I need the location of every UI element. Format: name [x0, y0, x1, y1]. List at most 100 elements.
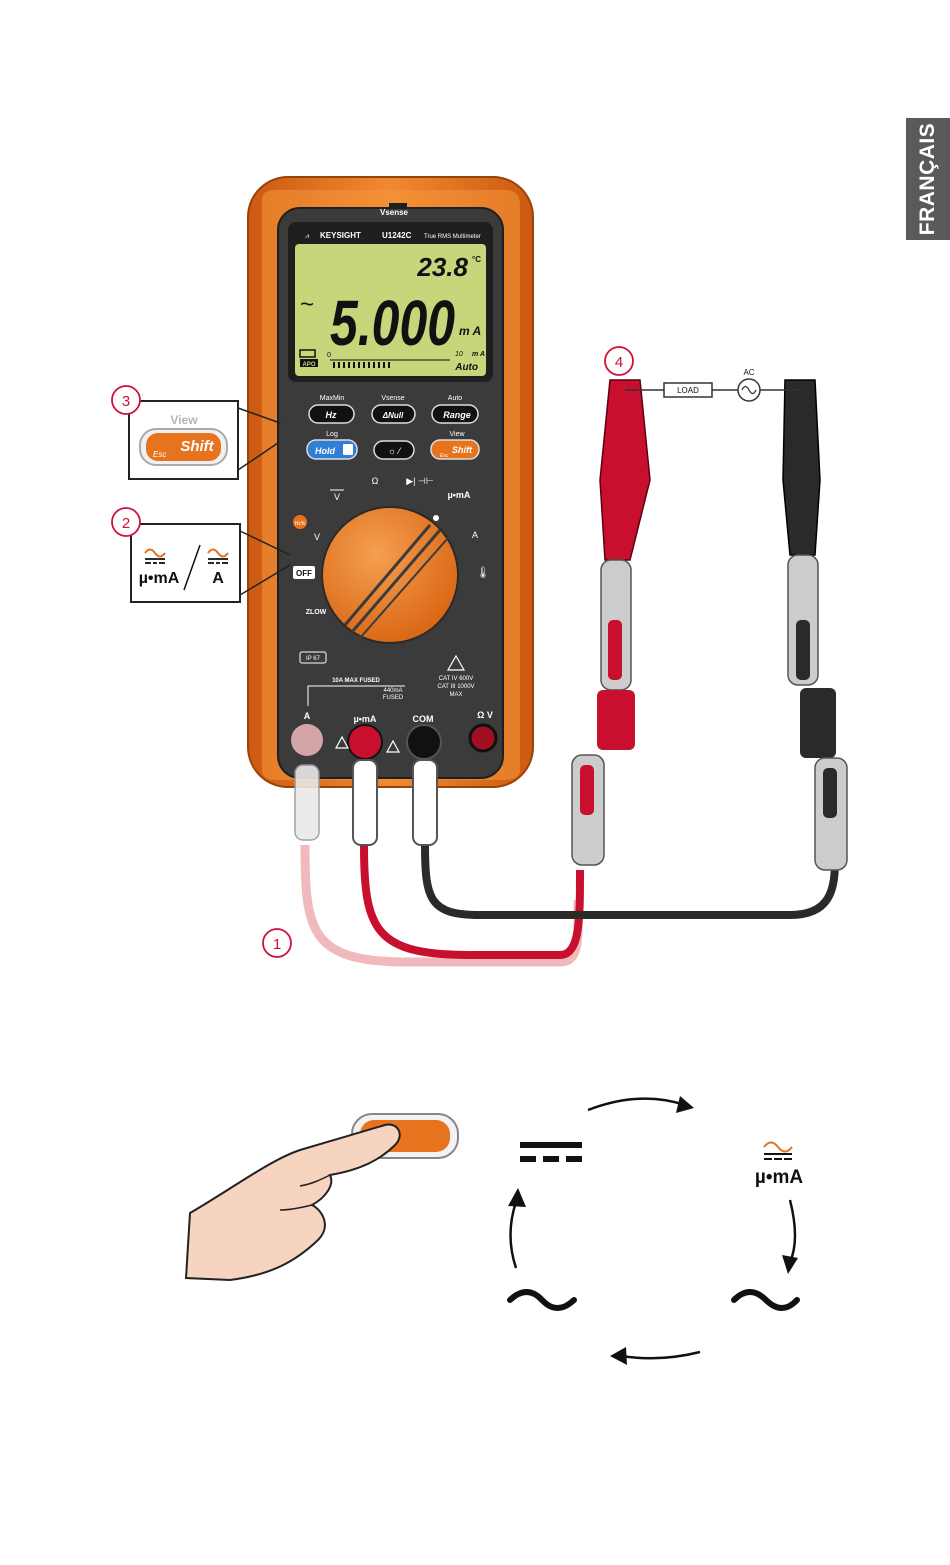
warning-icon-3: [385, 739, 401, 753]
max-label: MAX: [449, 692, 462, 698]
dial-pointer: [433, 515, 439, 521]
svg-text:Hz: Hz: [326, 410, 337, 420]
label-auto: Auto: [448, 395, 463, 402]
diode-cap-icon: ▶| ⊣⊢: [406, 476, 434, 486]
model-label: U1242C: [382, 231, 412, 240]
svg-text:2: 2: [122, 515, 130, 532]
warning-icon: [446, 654, 466, 671]
backlight-button[interactable]: ☼ ⁄: [373, 440, 415, 460]
terminal-mua[interactable]: [347, 724, 383, 760]
warning-icon-2: [334, 735, 350, 749]
lcd-bar-end: 10: [455, 351, 463, 358]
fused-label: FUSED: [383, 695, 404, 701]
lcd-bar-unit: m A: [472, 351, 485, 358]
ac-label: AC: [743, 368, 754, 377]
terminal-a[interactable]: [291, 724, 323, 756]
callout-4: 4: [604, 346, 634, 376]
null-button[interactable]: ΔNull: [371, 404, 416, 424]
inset-shift-view: View Shift Esc: [128, 400, 281, 480]
lcd-bar-start: 0: [327, 352, 331, 359]
fuse-440-label: 440mA: [383, 688, 402, 694]
red-probe: [571, 379, 651, 866]
dial-v-dc: V: [334, 492, 340, 502]
lcd-secondary-value: 23.8: [416, 252, 468, 282]
log-icon: [343, 444, 353, 455]
terminal-mua-label: µ•mA: [354, 714, 377, 724]
keysight-logo-icon: ⩘: [305, 233, 309, 240]
cycle-mua-label: µ•mA: [755, 1167, 803, 1188]
inset3-esc-label: Esc: [153, 450, 166, 459]
load-label: LOAD: [677, 386, 699, 395]
terminal-com-label: COM: [413, 714, 434, 724]
svg-text:Range: Range: [443, 410, 471, 420]
brand-label: KEYSIGHT: [320, 231, 361, 240]
svg-text:Hold: Hold: [315, 446, 335, 456]
ac-symbol-icon: [507, 1289, 577, 1311]
plugs: [294, 759, 438, 846]
cycle-arrow-left: [509, 1201, 518, 1269]
fuse-10a-label: 10A MAX FUSED: [332, 678, 380, 684]
dc-symbol-icon: [520, 1142, 582, 1162]
dial-a-ac: A: [472, 530, 478, 540]
ac-symbol-icon-2: [731, 1289, 800, 1311]
svg-text:OFF: OFF: [296, 569, 312, 578]
vsense-top-label: Vsense: [380, 208, 409, 217]
inset2-a-label: A: [212, 570, 224, 587]
label-log: Log: [326, 431, 338, 438]
circuit: LOAD AC: [625, 368, 800, 402]
lcd-bargraph: [333, 362, 390, 368]
dial-v-ac: V: [314, 532, 320, 542]
rotary-dial[interactable]: [321, 506, 459, 644]
hold-button[interactable]: Hold: [306, 439, 358, 460]
inset3-shift-label: Shift: [180, 438, 214, 455]
label-maxmin: MaxMin: [320, 395, 345, 402]
black-probe: [782, 379, 848, 871]
lcd-primary-value: 5.000: [330, 287, 455, 359]
dial-mua: µ•mA: [448, 490, 471, 500]
hand-icon: [184, 1123, 401, 1282]
lcd-secondary-unit: °C: [472, 255, 481, 264]
lcd-ac-symbol: ~: [300, 291, 314, 318]
cycle-arrow-bottom: [621, 1350, 701, 1360]
language-tab: FRANÇAIS: [906, 118, 950, 240]
ac-dc-mua-icon: µ•mA: [755, 1141, 803, 1188]
shift-button[interactable]: Shift Esc: [430, 439, 480, 460]
dial-ohm: Ω: [372, 476, 379, 486]
inset3-view-label: View: [170, 413, 198, 427]
range-button[interactable]: Range: [431, 404, 479, 424]
temperature-icon: 🌡: [476, 566, 490, 579]
svg-text:Shift: Shift: [452, 445, 473, 455]
terminal-ohm-v[interactable]: [468, 723, 498, 753]
terminal-ohm-v-label: Ω V: [477, 710, 493, 720]
lcd-primary-unit: m A: [459, 324, 481, 338]
inset2-mua-label: µ•mA: [139, 570, 180, 587]
inset-mode-select: µ•mA A: [130, 523, 291, 603]
terminal-a-label: A: [304, 711, 311, 721]
inset3-shift-button: [146, 433, 221, 461]
dial-hz-pct: Hz%: [295, 521, 306, 527]
callout-1: 1: [262, 928, 292, 958]
backlight-icon: ☼ ⁄: [388, 446, 402, 456]
svg-text:4: 4: [615, 354, 623, 371]
label-view: View: [449, 431, 465, 438]
terminal-com[interactable]: [406, 724, 442, 760]
cat4-label: CAT IV 600V: [439, 676, 473, 682]
svg-text:ΔNull: ΔNull: [382, 411, 404, 420]
red-lead-wire: [360, 844, 584, 959]
multimeter: Vsense ⩘ KEYSIGHT U1242C True RMS Multim…: [247, 176, 534, 788]
cycle-arrow-right: [788, 1199, 797, 1263]
finger-press-illustration: [184, 1113, 459, 1282]
lcd-display: [295, 244, 486, 376]
subtitle-label: True RMS Multimeter: [424, 234, 481, 240]
label-vsense: Vsense: [381, 395, 404, 402]
lcd-auto-label: Auto: [454, 362, 478, 373]
off-position: [293, 566, 315, 579]
hz-button[interactable]: Hz: [308, 404, 355, 424]
test-leads: [300, 844, 839, 967]
svg-text:1: 1: [273, 936, 281, 953]
svg-text:Esc: Esc: [440, 453, 449, 459]
cycle-arrow-top: [587, 1097, 686, 1112]
lcd-apo-label: APO: [302, 362, 315, 368]
callout-3: 3: [111, 385, 141, 415]
